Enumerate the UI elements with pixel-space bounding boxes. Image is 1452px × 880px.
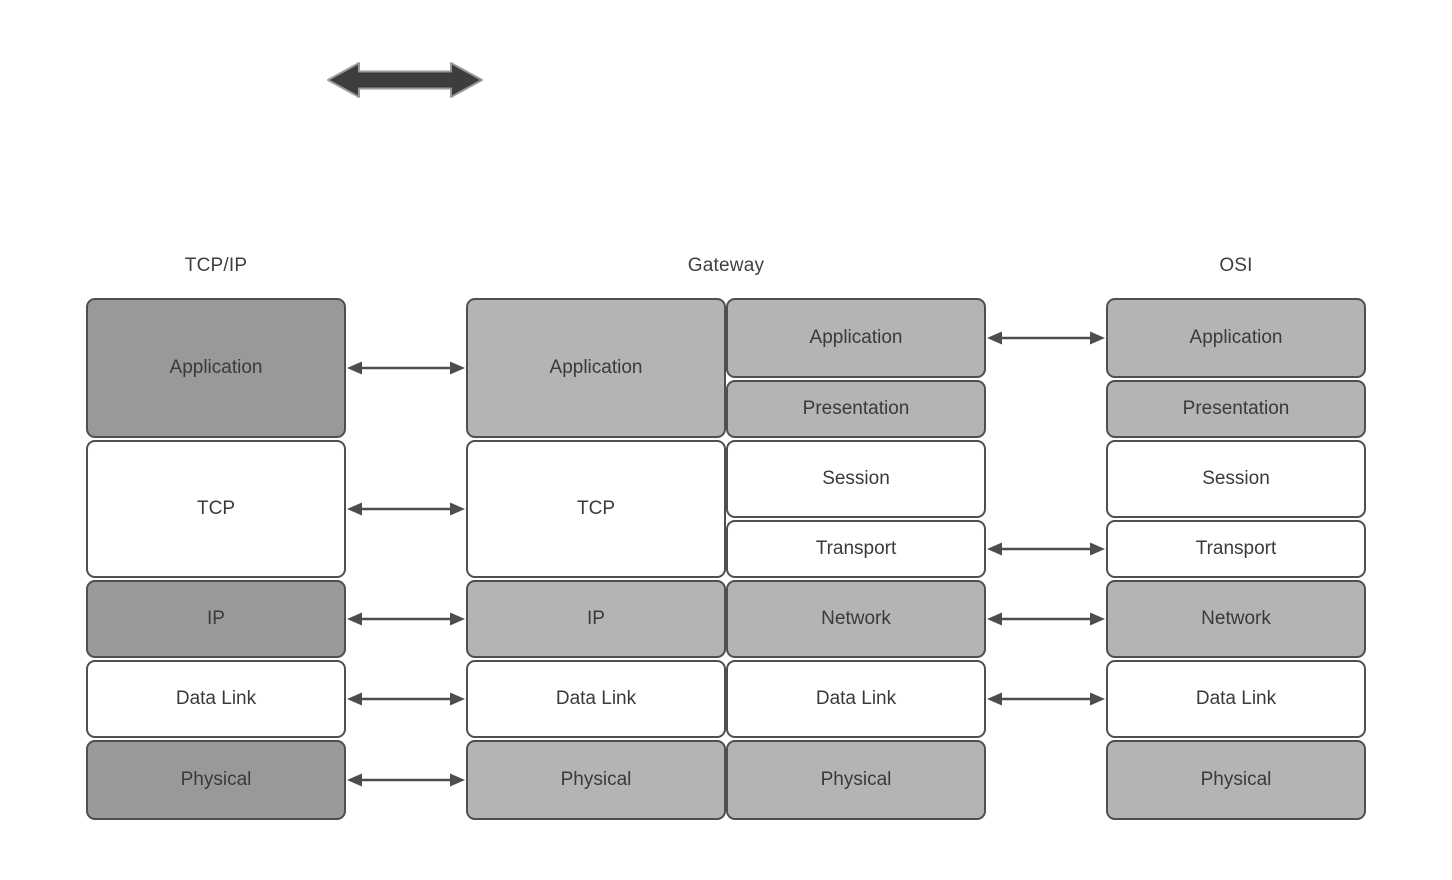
arrow-tcpip-gateway-application-icon xyxy=(347,361,465,375)
layer-gateway-right-network: Network xyxy=(726,580,986,658)
layer-gateway-left-data-link: Data Link xyxy=(466,660,726,738)
layer-gateway-left-tcp: TCP xyxy=(466,440,726,578)
layer-gateway-right-application: Application xyxy=(726,298,986,378)
layer-osi-session: Session xyxy=(1106,440,1366,518)
arrow-tcpip-gateway-tcp-icon xyxy=(347,502,465,516)
double-arrow-icon xyxy=(327,62,483,98)
column-header-tcpip: TCP/IP xyxy=(184,255,248,276)
column-header-gateway: Gateway xyxy=(687,255,765,276)
layer-gateway-left-physical: Physical xyxy=(466,740,726,820)
arrow-gateway-osi-application-icon xyxy=(987,331,1105,345)
layer-gateway-left-application: Application xyxy=(466,298,726,438)
layer-osi-application: Application xyxy=(1106,298,1366,378)
layer-tcpip-tcp: TCP xyxy=(86,440,346,578)
layer-osi-network: Network xyxy=(1106,580,1366,658)
column-header-osi: OSI xyxy=(1219,255,1253,276)
arrow-tcpip-gateway-ip-icon xyxy=(347,612,465,626)
layer-osi-data-link: Data Link xyxy=(1106,660,1366,738)
layer-tcpip-ip: IP xyxy=(86,580,346,658)
layer-gateway-left-ip: IP xyxy=(466,580,726,658)
layer-osi-transport: Transport xyxy=(1106,520,1366,578)
layer-tcpip-data-link: Data Link xyxy=(86,660,346,738)
layer-gateway-right-presentation: Presentation xyxy=(726,380,986,438)
arrow-tcpip-gateway-physical-icon xyxy=(347,773,465,787)
arrow-gateway-osi-network-icon xyxy=(987,612,1105,626)
arrow-gateway-osi-data-link-icon xyxy=(987,692,1105,706)
layer-gateway-right-data-link: Data Link xyxy=(726,660,986,738)
layer-gateway-right-transport: Transport xyxy=(726,520,986,578)
layer-gateway-right-physical: Physical xyxy=(726,740,986,820)
layer-osi-presentation: Presentation xyxy=(1106,380,1366,438)
layer-tcpip-application: Application xyxy=(86,298,346,438)
layer-osi-physical: Physical xyxy=(1106,740,1366,820)
arrow-tcpip-gateway-data-link-icon xyxy=(347,692,465,706)
layer-tcpip-physical: Physical xyxy=(86,740,346,820)
layer-gateway-right-session: Session xyxy=(726,440,986,518)
arrow-gateway-osi-transport-icon xyxy=(987,542,1105,556)
